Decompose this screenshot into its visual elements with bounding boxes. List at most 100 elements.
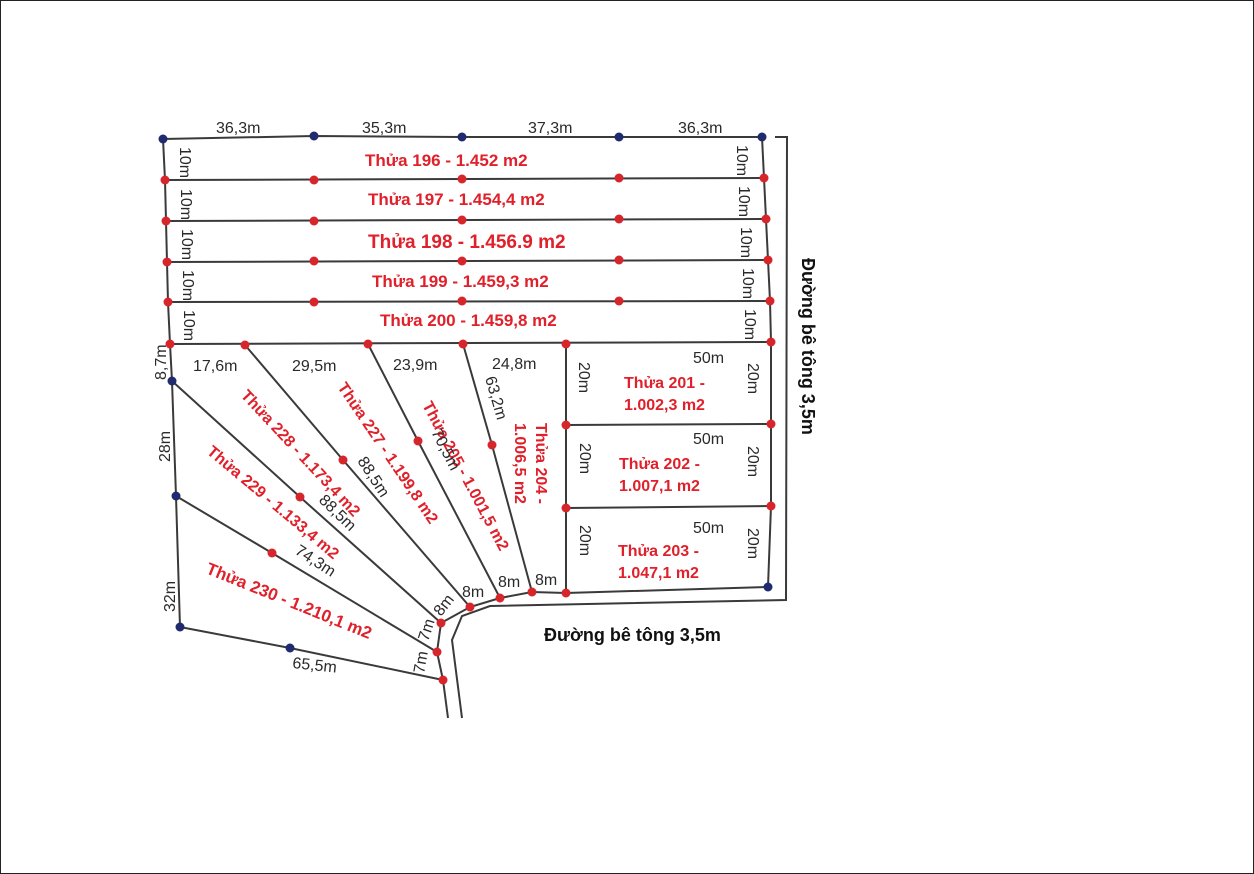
dim-label: 10m	[177, 189, 194, 220]
vertex-red	[413, 436, 423, 446]
vertex-blue	[167, 376, 177, 386]
vertex-red	[561, 339, 571, 349]
rect-line-2	[565, 505, 772, 509]
road-label-east: Đường bê tông 3,5m	[798, 258, 818, 435]
dim-label: 10m	[178, 229, 195, 260]
vertex-red	[165, 339, 175, 349]
road-label-south: Đường bê tông 3,5m	[544, 625, 721, 645]
top-dimensions: 36,3m 35,3m 37,3m 36,3m	[216, 120, 722, 137]
left-dimensions: 8,7m 28m 32m	[153, 344, 179, 612]
lot-label-198: Thửa 198 - 1.456.9 m2	[368, 232, 566, 253]
vertex-red	[761, 214, 771, 224]
dim-label: 35,3m	[362, 120, 406, 137]
dim-label: 7m	[416, 617, 439, 643]
vertex-blue	[158, 134, 168, 144]
lot-label-197: Thửa 197 - 1.454,4 m2	[368, 190, 545, 209]
vertex-red	[766, 419, 776, 429]
vertex-red	[163, 297, 173, 307]
dim-label: 10m	[176, 147, 193, 178]
vertex-red	[432, 647, 442, 657]
dim-label: 10m	[733, 145, 750, 176]
vertex-red	[614, 214, 624, 224]
dim-label: 8,7m	[153, 344, 170, 380]
vertex-red	[309, 297, 319, 307]
vertex-red	[527, 587, 537, 597]
dim-label: 20m	[575, 362, 592, 393]
vertex-blue	[309, 131, 319, 141]
vertex-red	[309, 175, 319, 185]
dim-label: 10m	[180, 310, 197, 341]
vertex-red	[161, 216, 171, 226]
strip-line-3	[166, 259, 769, 263]
vertex-red	[457, 256, 467, 266]
vertex-blue	[614, 132, 624, 142]
dim-label: 17,6m	[193, 358, 237, 375]
lot-label-201: Thửa 201 -	[624, 375, 705, 392]
dim-label: 10m	[737, 227, 754, 258]
vertex-blue	[457, 132, 467, 142]
bottom-dimensions: 65,5m 7m 7m 8m 8m 8m 8m	[292, 572, 558, 677]
vertices	[158, 131, 776, 685]
vertex-red	[487, 440, 497, 450]
vertex-blue	[763, 582, 773, 592]
vertex-red	[295, 492, 305, 502]
lot-label-200: Thửa 200 - 1.459,8 m2	[380, 311, 557, 330]
vertex-red	[561, 588, 571, 598]
rect-line-1	[565, 423, 772, 426]
dim-label: 50m	[693, 520, 724, 537]
vertex-red	[363, 339, 373, 349]
dim-label: 10m	[739, 268, 756, 299]
dim-label: 28m	[157, 431, 174, 462]
vertex-red	[458, 339, 468, 349]
dim-label: 7m	[411, 650, 432, 675]
dim-label: 36,3m	[678, 120, 722, 137]
vertex-red	[457, 296, 467, 306]
dim-label: 50m	[693, 350, 724, 367]
vertex-red	[561, 503, 571, 513]
vertex-red	[561, 420, 571, 430]
vertex-red	[614, 296, 624, 306]
vertex-red	[457, 174, 467, 184]
lot-label-202: Thửa 202 -	[619, 456, 700, 473]
strip-side-dimensions: 10m 10m 10m 10m 10m 10m 10m 10m 10m 10m	[176, 145, 758, 341]
diag-line-205	[367, 343, 501, 599]
vertex-red	[160, 175, 170, 185]
right-boundary	[761, 136, 772, 588]
lot-area-201: 1.002,3 m2	[624, 397, 705, 414]
vertex-red	[614, 255, 624, 265]
strip-lot-labels: Thửa 196 - 1.452 m2 Thửa 197 - 1.454,4 m…	[365, 151, 566, 330]
vertex-red	[162, 257, 172, 267]
lot-label-230: Thửa 230 - 1.210,1 m2	[204, 559, 375, 643]
strip-line-4	[167, 300, 771, 303]
vertex-blue	[175, 622, 185, 632]
road-outer-edge	[450, 136, 789, 719]
vertex-blue	[285, 643, 295, 653]
vertex-red	[766, 337, 776, 347]
vertex-red	[614, 173, 624, 183]
lot-label-199: Thửa 199 - 1.459,3 m2	[372, 272, 549, 291]
vertex-red	[766, 501, 776, 511]
vertex-red	[309, 216, 319, 226]
dim-label: 20m	[744, 446, 761, 477]
dim-label: 10m	[735, 186, 752, 217]
dim-label: 36,3m	[216, 120, 260, 137]
roads	[442, 136, 789, 719]
road-edge-inner	[435, 586, 769, 681]
vertex-red	[438, 675, 448, 685]
vertex-red	[765, 296, 775, 306]
dim-label: 50m	[693, 431, 724, 448]
vertex-red	[763, 255, 773, 265]
lot-label-203: Thửa 203 -	[618, 543, 699, 560]
dim-label: 8m	[462, 584, 484, 601]
dim-label: 20m	[576, 443, 593, 474]
dim-label: 20m	[576, 525, 593, 556]
dim-label: 23,9m	[393, 357, 437, 374]
vertex-red	[457, 215, 467, 225]
lot-area-202: 1.007,1 m2	[619, 478, 700, 495]
dim-label: 63,2m	[481, 374, 510, 421]
dim-label: 20m	[744, 363, 761, 394]
dim-label: 20m	[744, 528, 761, 559]
strip-line-5	[169, 341, 772, 345]
rect-lots: 50m Thửa 201 - 1.002,3 m2 20m 20m 50m Th…	[575, 350, 761, 582]
